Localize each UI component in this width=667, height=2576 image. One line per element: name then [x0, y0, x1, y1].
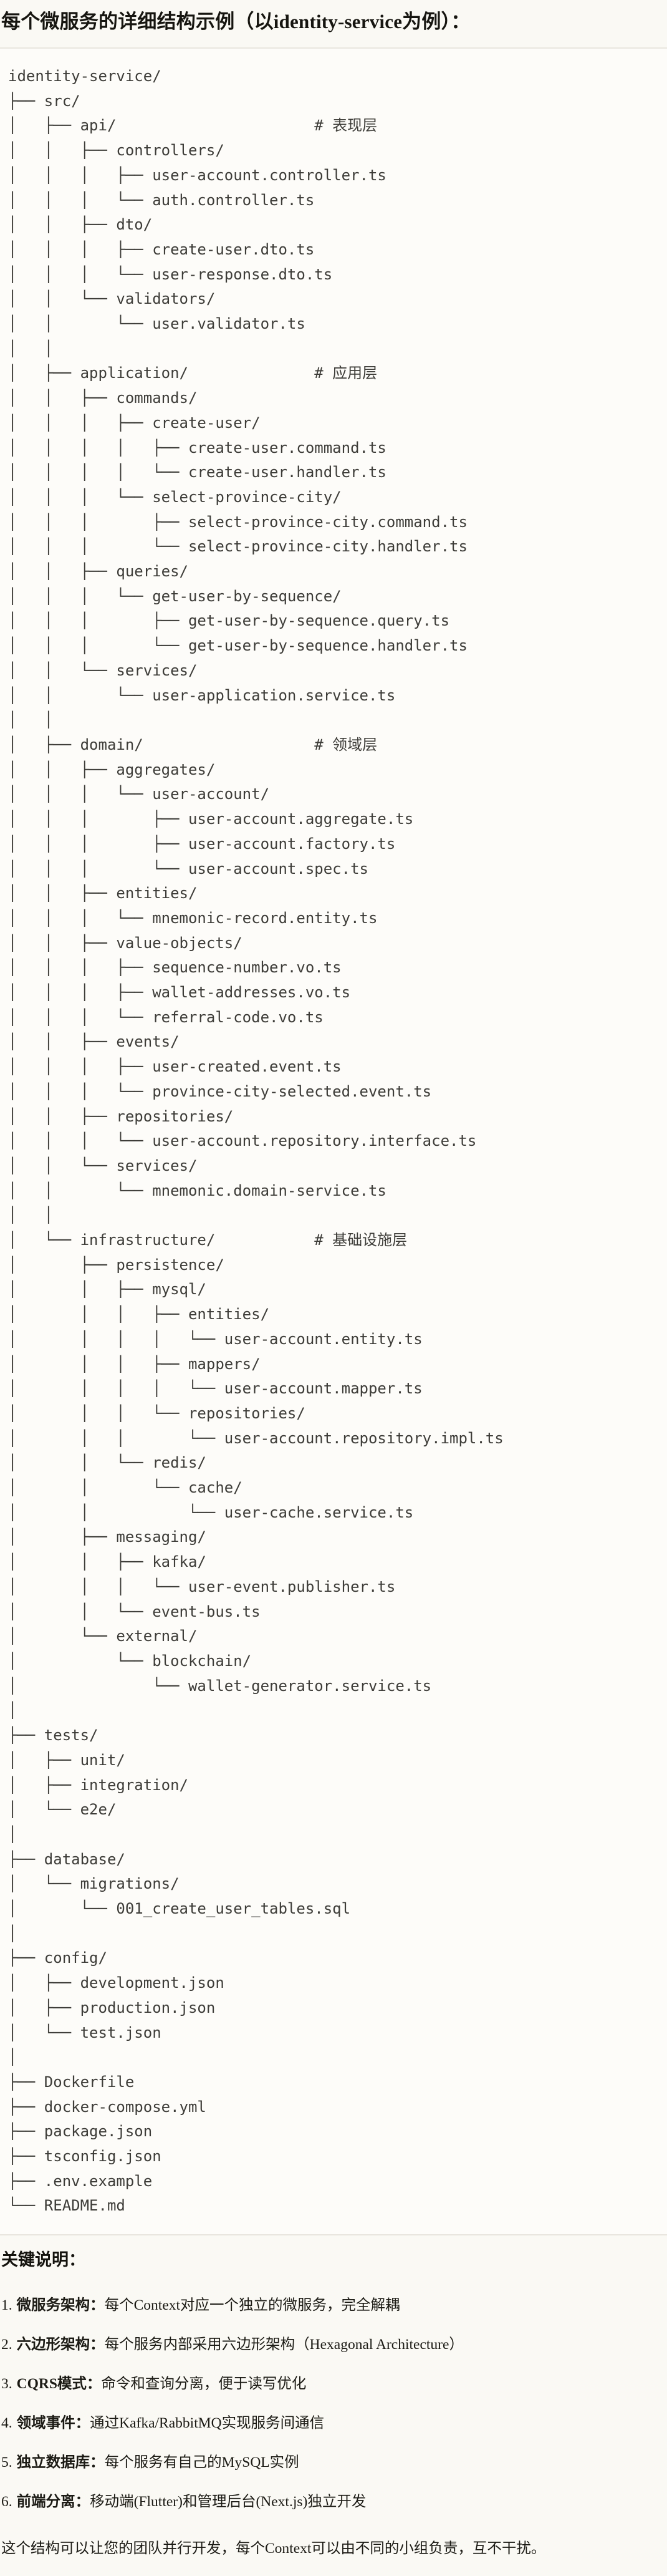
note-item: 5.独立数据库：每个服务有自己的MySQL实例: [1, 2453, 667, 2473]
notes-section: 关键说明： 1.微服务架构：每个Context对应一个独立的微服务，完全解耦 2…: [1, 2248, 667, 2559]
note-text: 通过Kafka/RabbitMQ实现服务间通信: [90, 2415, 325, 2432]
note-number: 3.: [1, 2376, 12, 2393]
note-label: 微服务架构：: [16, 2297, 105, 2314]
note-text: 每个Context对应一个独立的微服务，完全解耦: [104, 2297, 400, 2314]
note-item: 1.微服务架构：每个Context对应一个独立的微服务，完全解耦: [1, 2295, 667, 2316]
note-number: 4.: [1, 2415, 12, 2432]
file-tree-panel: identity-service/ ├── src/ │ ├── api/ # …: [0, 47, 667, 2236]
note-label: 独立数据库：: [16, 2454, 105, 2471]
note-label: CQRS模式：: [16, 2376, 102, 2393]
note-label: 领域事件：: [16, 2415, 90, 2432]
note-text: 每个服务有自己的MySQL实例: [104, 2454, 299, 2471]
note-text: 每个服务内部采用六边形架构（Hexagonal Architecture）: [104, 2336, 464, 2353]
note-item: 3.CQRS模式：命令和查询分离，便于读写优化: [1, 2374, 667, 2394]
note-label: 前端分离：: [16, 2494, 90, 2511]
note-number: 5.: [1, 2454, 12, 2471]
document-page: 每个微服务的详细结构示例（以identity-service为例）： ident…: [0, 8, 667, 2576]
note-number: 1.: [1, 2297, 12, 2314]
note-item: 4.领域事件：通过Kafka/RabbitMQ实现服务间通信: [1, 2413, 667, 2434]
note-text: 命令和查询分离，便于读写优化: [101, 2376, 307, 2393]
closing-paragraph: 这个结构可以让您的团队并行开发，每个Context可以由不同的小组负责，互不干扰…: [1, 2540, 546, 2557]
note-item: 6.前端分离：移动端(Flutter)和管理后台(Next.js)独立开发: [1, 2492, 667, 2512]
note-number: 2.: [1, 2336, 12, 2353]
notes-heading: 关键说明：: [1, 2250, 85, 2270]
page-title: 每个微服务的详细结构示例（以identity-service为例）：: [1, 11, 471, 32]
note-number: 6.: [1, 2494, 12, 2511]
file-tree: identity-service/ ├── src/ │ ├── api/ # …: [8, 67, 504, 2215]
note-text: 移动端(Flutter)和管理后台(Next.js)独立开发: [90, 2494, 367, 2511]
note-label: 六边形架构：: [16, 2336, 105, 2353]
note-item: 2.六边形架构：每个服务内部采用六边形架构（Hexagonal Architec…: [1, 2335, 667, 2355]
